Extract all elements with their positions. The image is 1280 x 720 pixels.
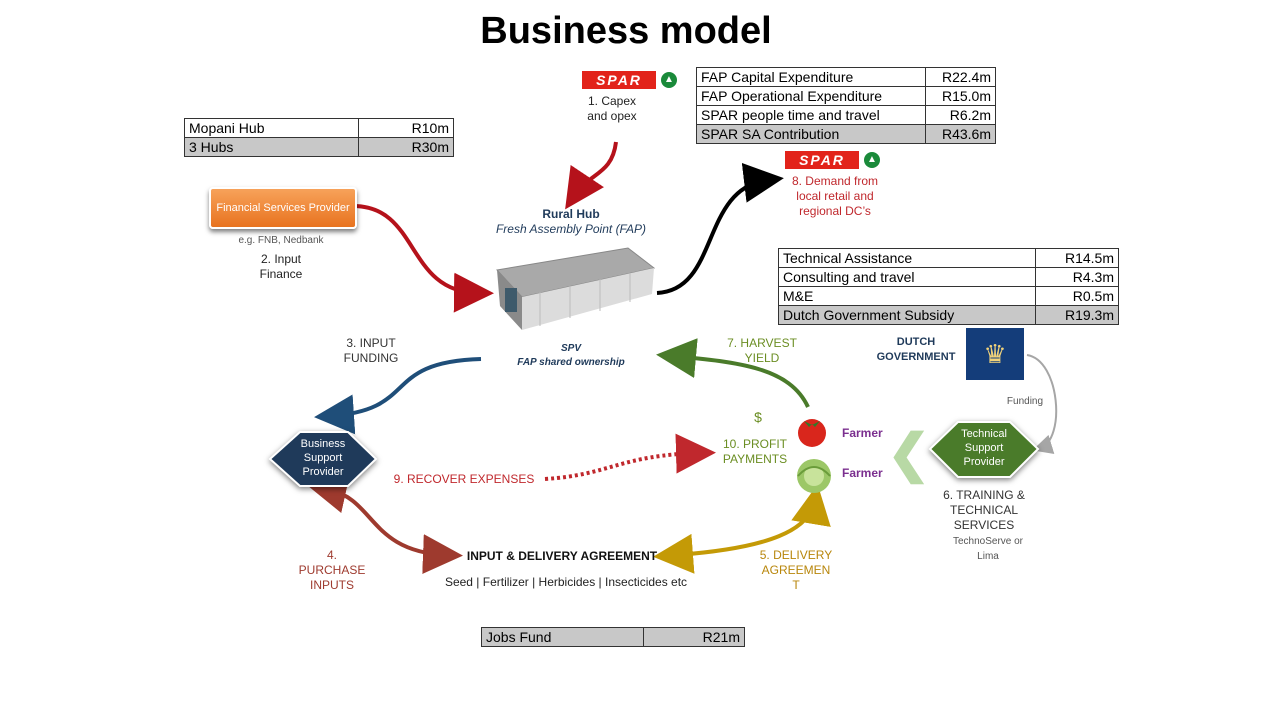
arrow-funding — [1026, 354, 1058, 454]
spar-logo: SPAR ▲ — [582, 71, 678, 89]
flow-3-label: 3. INPUT FUNDING — [343, 336, 399, 365]
tomato-image — [798, 419, 826, 447]
technical-support-provider-label: Technical Support Provider — [961, 428, 1007, 468]
farmer-label: Farmer — [842, 426, 883, 440]
dutch-government-label: DUTCH GOVERNMENT — [876, 336, 956, 363]
flow-1-label: 1. Capex and opex — [587, 94, 637, 123]
dollar-sign: $ — [754, 409, 762, 425]
farmer-label: Farmer — [842, 466, 883, 480]
rural-hub-label: Rural Hub Fresh Assembly Point (FAP) — [495, 207, 647, 236]
chevron-left-icon: ❮ — [887, 425, 931, 483]
arrow-capex — [565, 141, 618, 210]
agreement-title: INPUT & DELIVERY AGREEMENT — [466, 549, 658, 563]
flow-8-label: 8. Demand from local retail and regional… — [791, 174, 879, 218]
arrow-input-funding — [314, 357, 482, 435]
tree-icon: ▲ — [661, 72, 677, 88]
fsp-example: e.g. FNB, Nedbank — [238, 235, 324, 246]
tree-icon: ▲ — [864, 152, 880, 168]
arrow-purchase-inputs — [306, 473, 463, 575]
flow-10-label: 10. PROFIT PAYMENTS — [722, 437, 788, 466]
arrow-input-finance — [351, 203, 494, 313]
funding-label: Funding — [1006, 396, 1044, 407]
technical-support-provider-hexagon — [928, 421, 1040, 478]
agreement-items: Seed | Fertilizer | Herbicides | Insecti… — [444, 575, 688, 589]
flow-7-label: 7. HARVEST YIELD — [727, 336, 797, 365]
arrow-demand — [656, 162, 784, 295]
business-support-provider-label: Business Support Provider — [300, 438, 346, 478]
page-title: Business model — [480, 10, 772, 52]
spar-logo: SPAR ▲ — [785, 151, 881, 169]
arrow-harvest-yield — [656, 338, 810, 408]
flow-5-label: 5. DELIVERY AGREEMEN T — [759, 548, 833, 592]
arrow-delivery-agreement — [653, 484, 831, 574]
warehouse-image — [496, 247, 656, 330]
business-support-provider-hexagon — [268, 431, 378, 487]
arrow-recover-expenses — [544, 433, 716, 481]
financial-services-provider-box: Financial Services Provider — [209, 187, 357, 229]
flow-6-label: 6. TRAINING & TECHNICAL SERVICES — [943, 488, 1025, 532]
flow-2-label: 2. Input Finance — [259, 252, 303, 281]
flow-9-label: 9. RECOVER EXPENSES — [393, 472, 535, 486]
technoserve-label: TechnoServe or Lima — [952, 536, 1024, 562]
spv-label: SPV FAP shared ownership — [517, 343, 625, 368]
cabbage-image — [797, 459, 831, 493]
dutch-coat-of-arms-icon: ♛ — [966, 328, 1024, 380]
flow-4-label: 4. PURCHASE INPUTS — [298, 548, 366, 592]
